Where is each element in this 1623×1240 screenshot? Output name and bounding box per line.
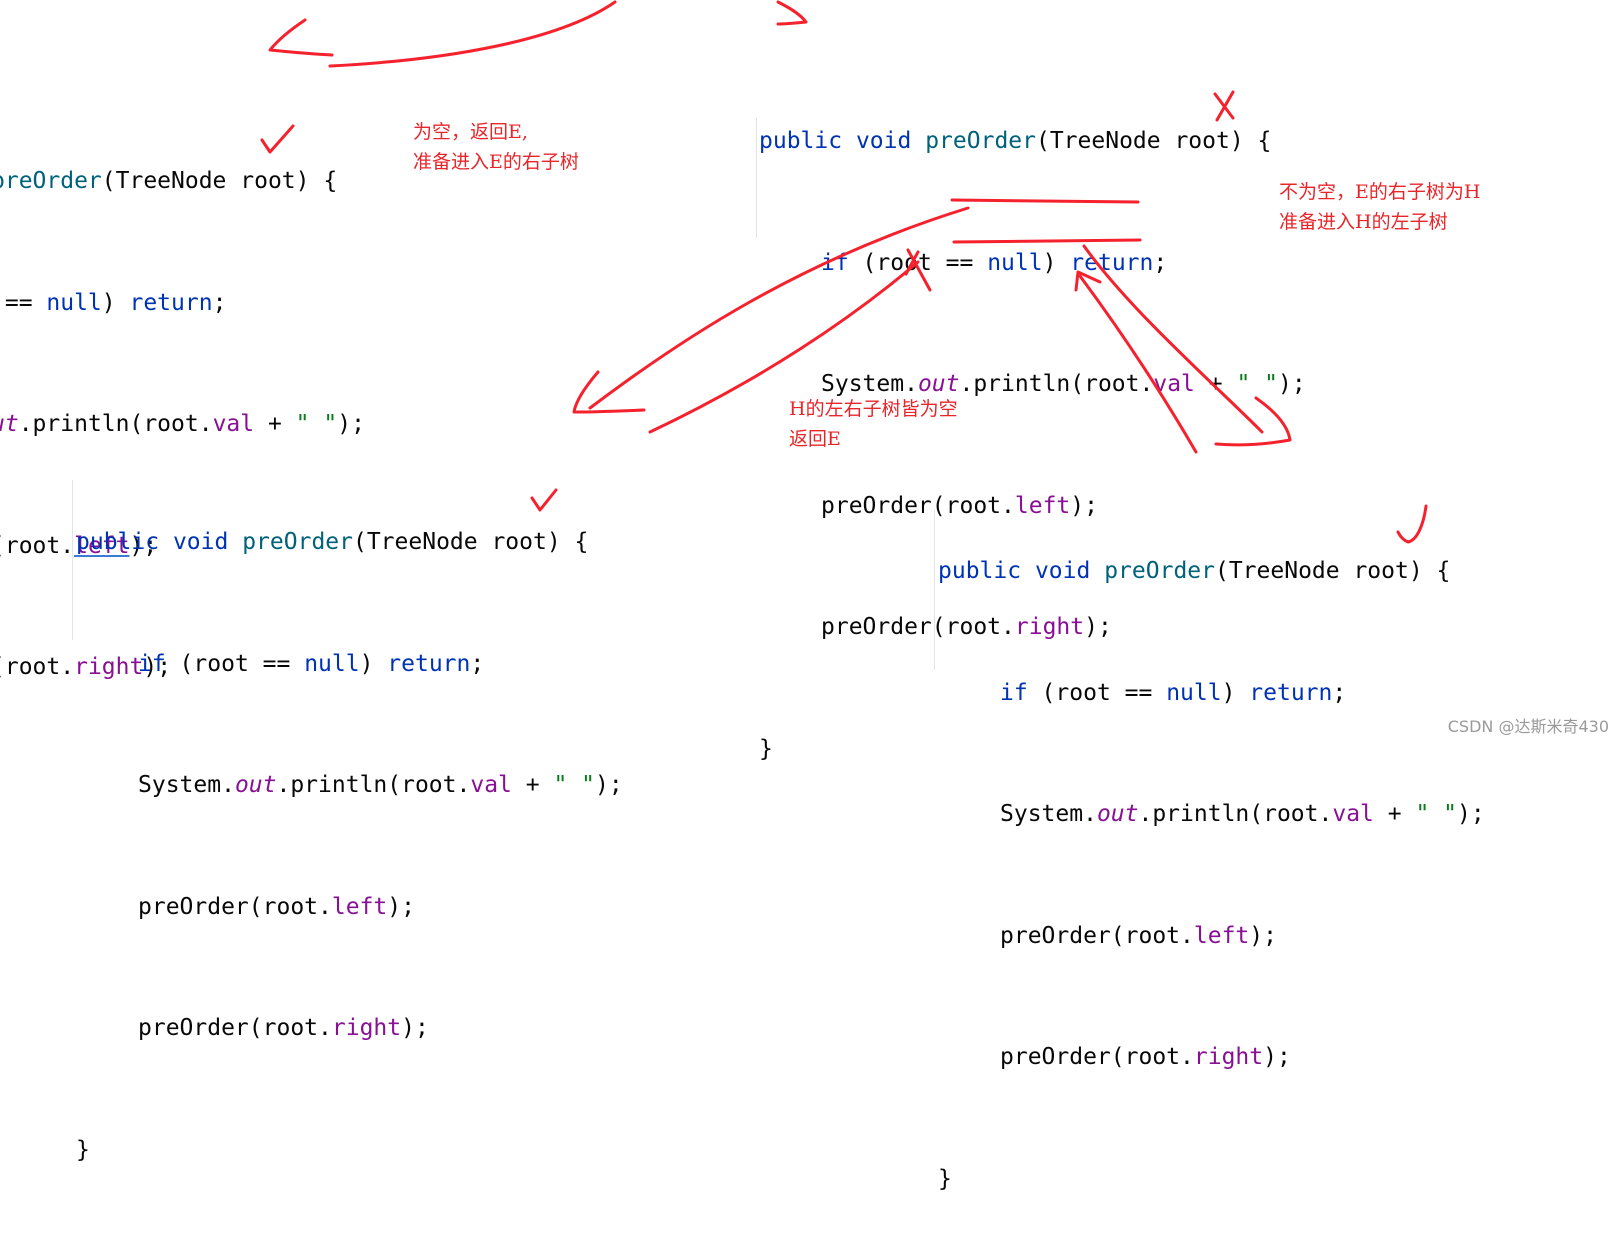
println-line: System.out.println(root.val + " ");	[138, 772, 623, 798]
annotation-top-left-line1: 为空，返回E,	[413, 121, 528, 143]
annotation-middle-line2: 返回E	[789, 428, 841, 450]
partial-right-call: (root.right);	[0, 654, 172, 680]
arrow-to-bottom-left-head	[572, 370, 646, 414]
top-left-arrow-head	[268, 18, 334, 57]
left-call-line: preOrder(root.left);	[821, 492, 1098, 519]
println-line: System.out.println(root.val + " ");	[1000, 801, 1485, 827]
partial-code-block: preOrder(TreeNode root) { == null) retur…	[0, 80, 365, 728]
null-check-line: if (root == null) return;	[138, 650, 485, 677]
code-gutter-line	[756, 118, 757, 238]
annotation-top-left: 为空，返回E, 准备进入E的右子树	[413, 117, 579, 177]
code-block-bottom-left: public void preOrder(TreeNode root) { if…	[76, 441, 623, 1211]
partial-println: ut.println(root.val + " ");	[0, 411, 365, 437]
closing-brace: }	[76, 1136, 90, 1163]
method-signature: public void preOrder(TreeNode root) {	[938, 558, 1451, 584]
code-block-bottom-right: public void preOrder(TreeNode root) { if…	[938, 470, 1485, 1240]
annotation-top-right-line2: 准备进入H的左子树	[1279, 211, 1448, 233]
left-call-line: preOrder(root.left);	[1000, 922, 1277, 949]
closing-brace: }	[938, 1165, 952, 1192]
annotation-top-right: 不为空，E的右子树为H 准备进入H的左子树	[1279, 177, 1480, 237]
right-call-line: preOrder(root.right);	[821, 614, 1112, 640]
code-gutter-line	[72, 480, 73, 640]
right-call-line: preOrder(root.right);	[1000, 1044, 1291, 1070]
annotation-top-left-line2: 准备进入E的右子树	[413, 151, 579, 173]
annotation-middle: H的左右子树皆为空 返回E	[789, 394, 958, 454]
code-gutter-line	[934, 510, 935, 670]
partial-signature: preOrder(TreeNode root) {	[0, 168, 338, 194]
left-call-line: preOrder(root.left);	[138, 893, 415, 920]
annotation-top-right-line1: 不为空，E的右子树为H	[1279, 181, 1481, 203]
method-signature: public void preOrder(TreeNode root) {	[759, 128, 1272, 154]
annotation-middle-line1: H的左右子树皆为空	[789, 398, 958, 420]
null-check-line: if (root == null) return;	[821, 249, 1168, 276]
top-right-arrow-head	[776, 0, 808, 26]
null-check-line: if (root == null) return;	[1000, 679, 1347, 706]
partial-left-call: (root.left);	[0, 532, 158, 559]
method-signature: public void preOrder(TreeNode root) {	[76, 529, 589, 555]
right-call-line: preOrder(root.right);	[138, 1015, 429, 1041]
watermark: CSDN @达斯米奇430	[1447, 717, 1609, 736]
partial-null-check: == null) return;	[4, 289, 227, 316]
top-left-arrow-stroke	[328, 0, 617, 68]
